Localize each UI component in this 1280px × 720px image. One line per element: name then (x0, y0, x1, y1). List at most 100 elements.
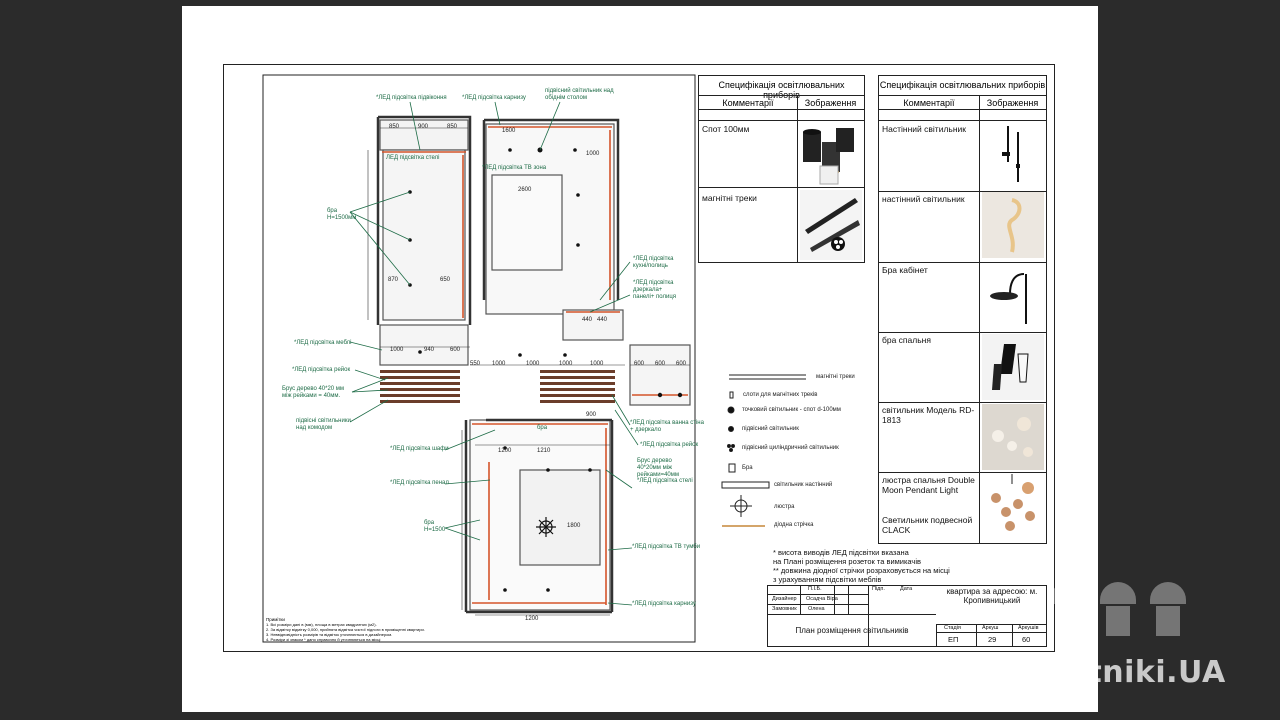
legend-text: люстра (774, 504, 795, 510)
spec-row-label: настінний світильник (882, 194, 965, 204)
label-sill-led: *ЛЕД підсвітка підвіконня (376, 95, 447, 101)
spec-col2: Зображення (804, 98, 857, 108)
legend-text: підвісний світильник (742, 426, 799, 432)
workers-logo-icon (1050, 582, 1186, 636)
note-line: з урахуванням підсвітки меблів (773, 575, 882, 584)
dim: 1000 (586, 151, 600, 157)
tb-client: Олена (808, 606, 825, 612)
dim: 1000 (526, 361, 540, 367)
spec-row-label: світильник Модель RD-1813 (882, 405, 975, 425)
dim: 440 (597, 317, 608, 323)
dim: 1600 (502, 128, 516, 134)
small-note: 4. Розміри зі знаком * дано справочно й … (266, 637, 381, 642)
pendant-rd1813-image (982, 404, 1044, 470)
dim: 900 (586, 412, 597, 418)
tb-sheets: 60 (1022, 635, 1031, 644)
spec-row-label: магнітні треки (702, 193, 757, 203)
label-bra-small: бра (537, 425, 548, 431)
label-cornice-led: *ЛЕД підсвітка карнизу (462, 95, 526, 101)
legend-text: точковий світильник - спот d-100мм (742, 407, 841, 413)
legend-text: магнітні треки (816, 374, 855, 380)
spec-col2: Зображення (986, 98, 1039, 108)
title-block: П.І.Б. Підп. Дата Дизайнер Осадча Віра З… (767, 585, 1047, 647)
tb-sheet: 29 (988, 635, 997, 644)
spec-title: Специфікація освітлювальних приборів (718, 80, 845, 100)
note-line: на Плані розміщення розеток та вимикачів (773, 557, 921, 566)
small-note: 3. Неввідповідність розмірів та відміток… (266, 632, 393, 637)
label-tv-led: *ЛЕД підсвітка ТВ зона (482, 165, 547, 171)
small-note: 2. За відмітку відмітку 0,000, прийнята … (266, 627, 425, 632)
legend-text: світильник настінний (774, 482, 833, 488)
spot-image (803, 128, 854, 185)
label-tv-stand-led: *ЛЕД підсвітка ТВ тумби (632, 544, 701, 550)
note-line: ** довжина діодної стрічки розраховуєтьс… (773, 566, 950, 575)
dim: 1210 (537, 448, 551, 454)
label-wardrobe-led: *ЛЕД підсвітка шафи (390, 446, 449, 452)
dim: 600 (634, 361, 645, 367)
label-rails-led: *ЛЕД підсвітка рейок (292, 367, 351, 373)
small-notes-title: Примітки (266, 617, 285, 622)
legend-text: слоти для магнітних треків (743, 392, 818, 398)
dim: 1200 (525, 616, 539, 622)
dim: 550 (470, 361, 481, 367)
spec-row-label: бра спальня (882, 335, 931, 345)
dim: 1800 (567, 523, 581, 529)
label-kitchen-led: *ЛЕД підсвітка кухні/полиць (633, 256, 674, 269)
label-cornice-led-2: *ЛЕД підсвітка карнизу (632, 601, 696, 607)
label-pencil-led: *ЛЕД підсвітка пенал (390, 480, 449, 486)
small-notes: Примітки 1. Всі розміри дані в (мм), пло… (266, 617, 466, 642)
tb-plan-title: План розміщення світильників (795, 626, 909, 635)
label-sconce-bedroom: бра H=1500 (424, 520, 446, 533)
tb-data: Дата (900, 586, 913, 592)
dim: 600 (676, 361, 687, 367)
label-wood-beam-2: Брус дерево 40*20мм між рейками=40мм (637, 458, 680, 478)
watermark: Rabotniki.UA (1000, 655, 1226, 690)
dim: 600 (655, 361, 666, 367)
spec-row-label: Спот 100мм (702, 124, 750, 134)
dim: 1200 (498, 448, 512, 454)
dim: 1000 (390, 347, 404, 353)
spec-row-label: Настінний світильник (882, 124, 966, 134)
dim: 1000 (559, 361, 573, 367)
label-dresser-pendants: підвісні світильники над комодом (296, 418, 351, 431)
dim: 600 (450, 347, 461, 353)
legend-text: підвісний циліндричний світильник (742, 445, 839, 451)
dim: 2600 (518, 187, 532, 193)
dim: 850 (447, 124, 458, 130)
dim: 1000 (492, 361, 506, 367)
label-ceiling-led-2: *ЛЕД підсвітка стелі (637, 478, 693, 484)
dim: 1000 (590, 361, 604, 367)
spec-row-label: Светильник подвесной CLACK (882, 515, 973, 535)
tb-designer-label: Дизайнер (772, 596, 797, 602)
label-wood-beam: Брус дерево 40*20 мм між рейками = 40мм. (282, 386, 345, 399)
dim: 870 (388, 277, 399, 283)
legend-text: Бра (742, 465, 753, 471)
dim: 850 (389, 124, 400, 130)
tb-stage-label: Стадія (944, 625, 961, 631)
label-ceiling-led: ЛЕД підсвітка стелі (386, 155, 440, 161)
spec-row-label: Бра кабінет (882, 265, 928, 275)
tb-pidp: Підп. (872, 586, 885, 592)
dim: 940 (424, 347, 435, 353)
dim: 900 (418, 124, 429, 130)
spec-col1: Комментарії (903, 98, 955, 108)
legend-text: діодна стрічка (774, 522, 814, 528)
spec-title: Специфікація освітлювальних приборів (879, 80, 1046, 90)
label-bath-led: *ЛЕД підсвітка ванна стіна + дзеркало (630, 420, 704, 433)
tb-sheet-label: Аркуш (982, 625, 999, 631)
office-sconce-image (990, 273, 1027, 324)
label-rails-led-2: *ЛЕД підсвітка рейок (640, 442, 699, 448)
double-moon-image (991, 474, 1035, 531)
tb-sheets-label: Аркушів (1018, 625, 1039, 631)
spec-col1: Комментарії (722, 98, 774, 108)
dim: 440 (582, 317, 593, 323)
dim: 650 (440, 277, 451, 283)
label-furniture-led: *ЛЕД підсвітка меблі (294, 340, 352, 346)
wall-light-image (1002, 126, 1020, 182)
tb-pib: П.І.Б. (808, 586, 822, 592)
label-dining-pendant: підвісний світильник над обіднім столом (545, 88, 614, 101)
track-image (800, 190, 862, 260)
note-line: * висота виводів ЛЕД підсвітки вказана (773, 548, 909, 557)
tb-designer: Осадча Віра (806, 596, 838, 602)
